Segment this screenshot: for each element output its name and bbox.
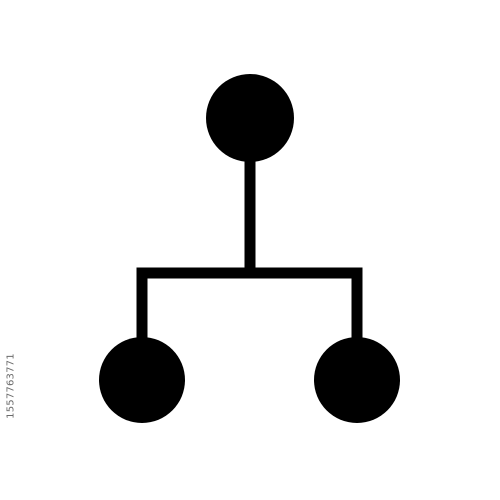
right-child-node-icon	[314, 337, 400, 423]
branch-connector	[136, 267, 363, 343]
stock-image-id: 1557763771	[5, 353, 17, 419]
root-node-icon	[206, 74, 294, 162]
left-child-node-icon	[99, 337, 185, 423]
